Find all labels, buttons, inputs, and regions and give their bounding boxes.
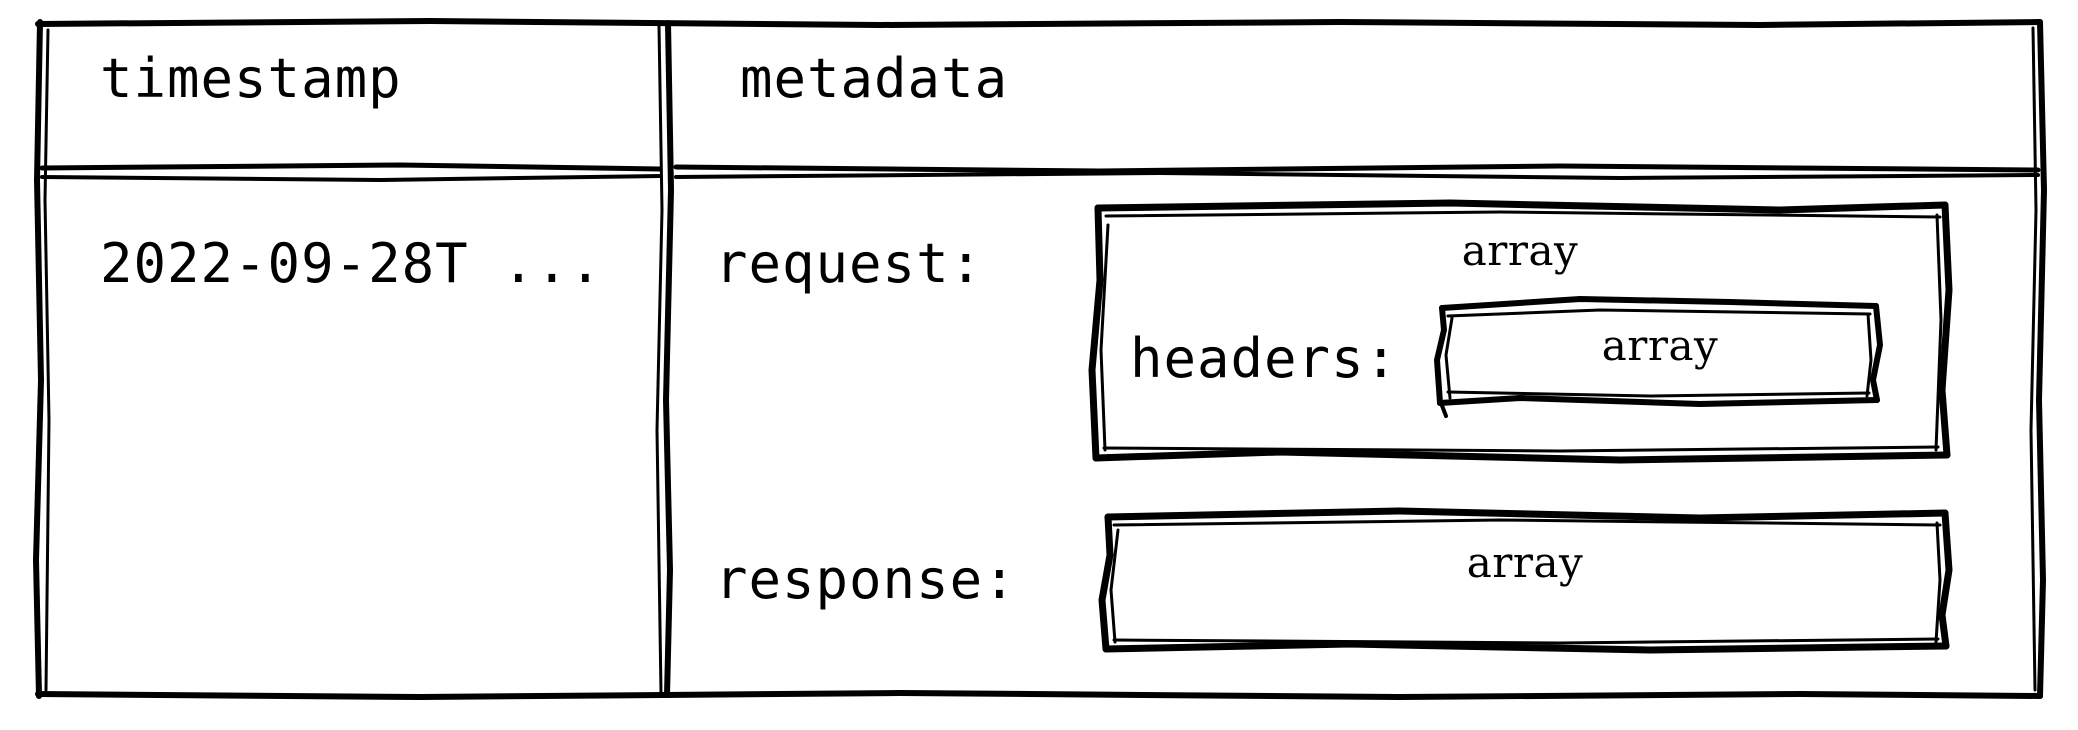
- type-label-response-array: array: [1466, 538, 1584, 587]
- metadata-key-headers: headers:: [1130, 327, 1399, 390]
- type-label-headers-array: array: [1601, 321, 1719, 370]
- column-header-metadata: metadata: [740, 47, 1009, 110]
- cell-timestamp-value: 2022-09-28T ...: [100, 232, 603, 295]
- metadata-key-response: response:: [715, 548, 1017, 611]
- type-label-request-array: array: [1461, 226, 1579, 275]
- column-header-timestamp: timestamp: [100, 47, 402, 110]
- metadata-key-request: request:: [715, 232, 984, 295]
